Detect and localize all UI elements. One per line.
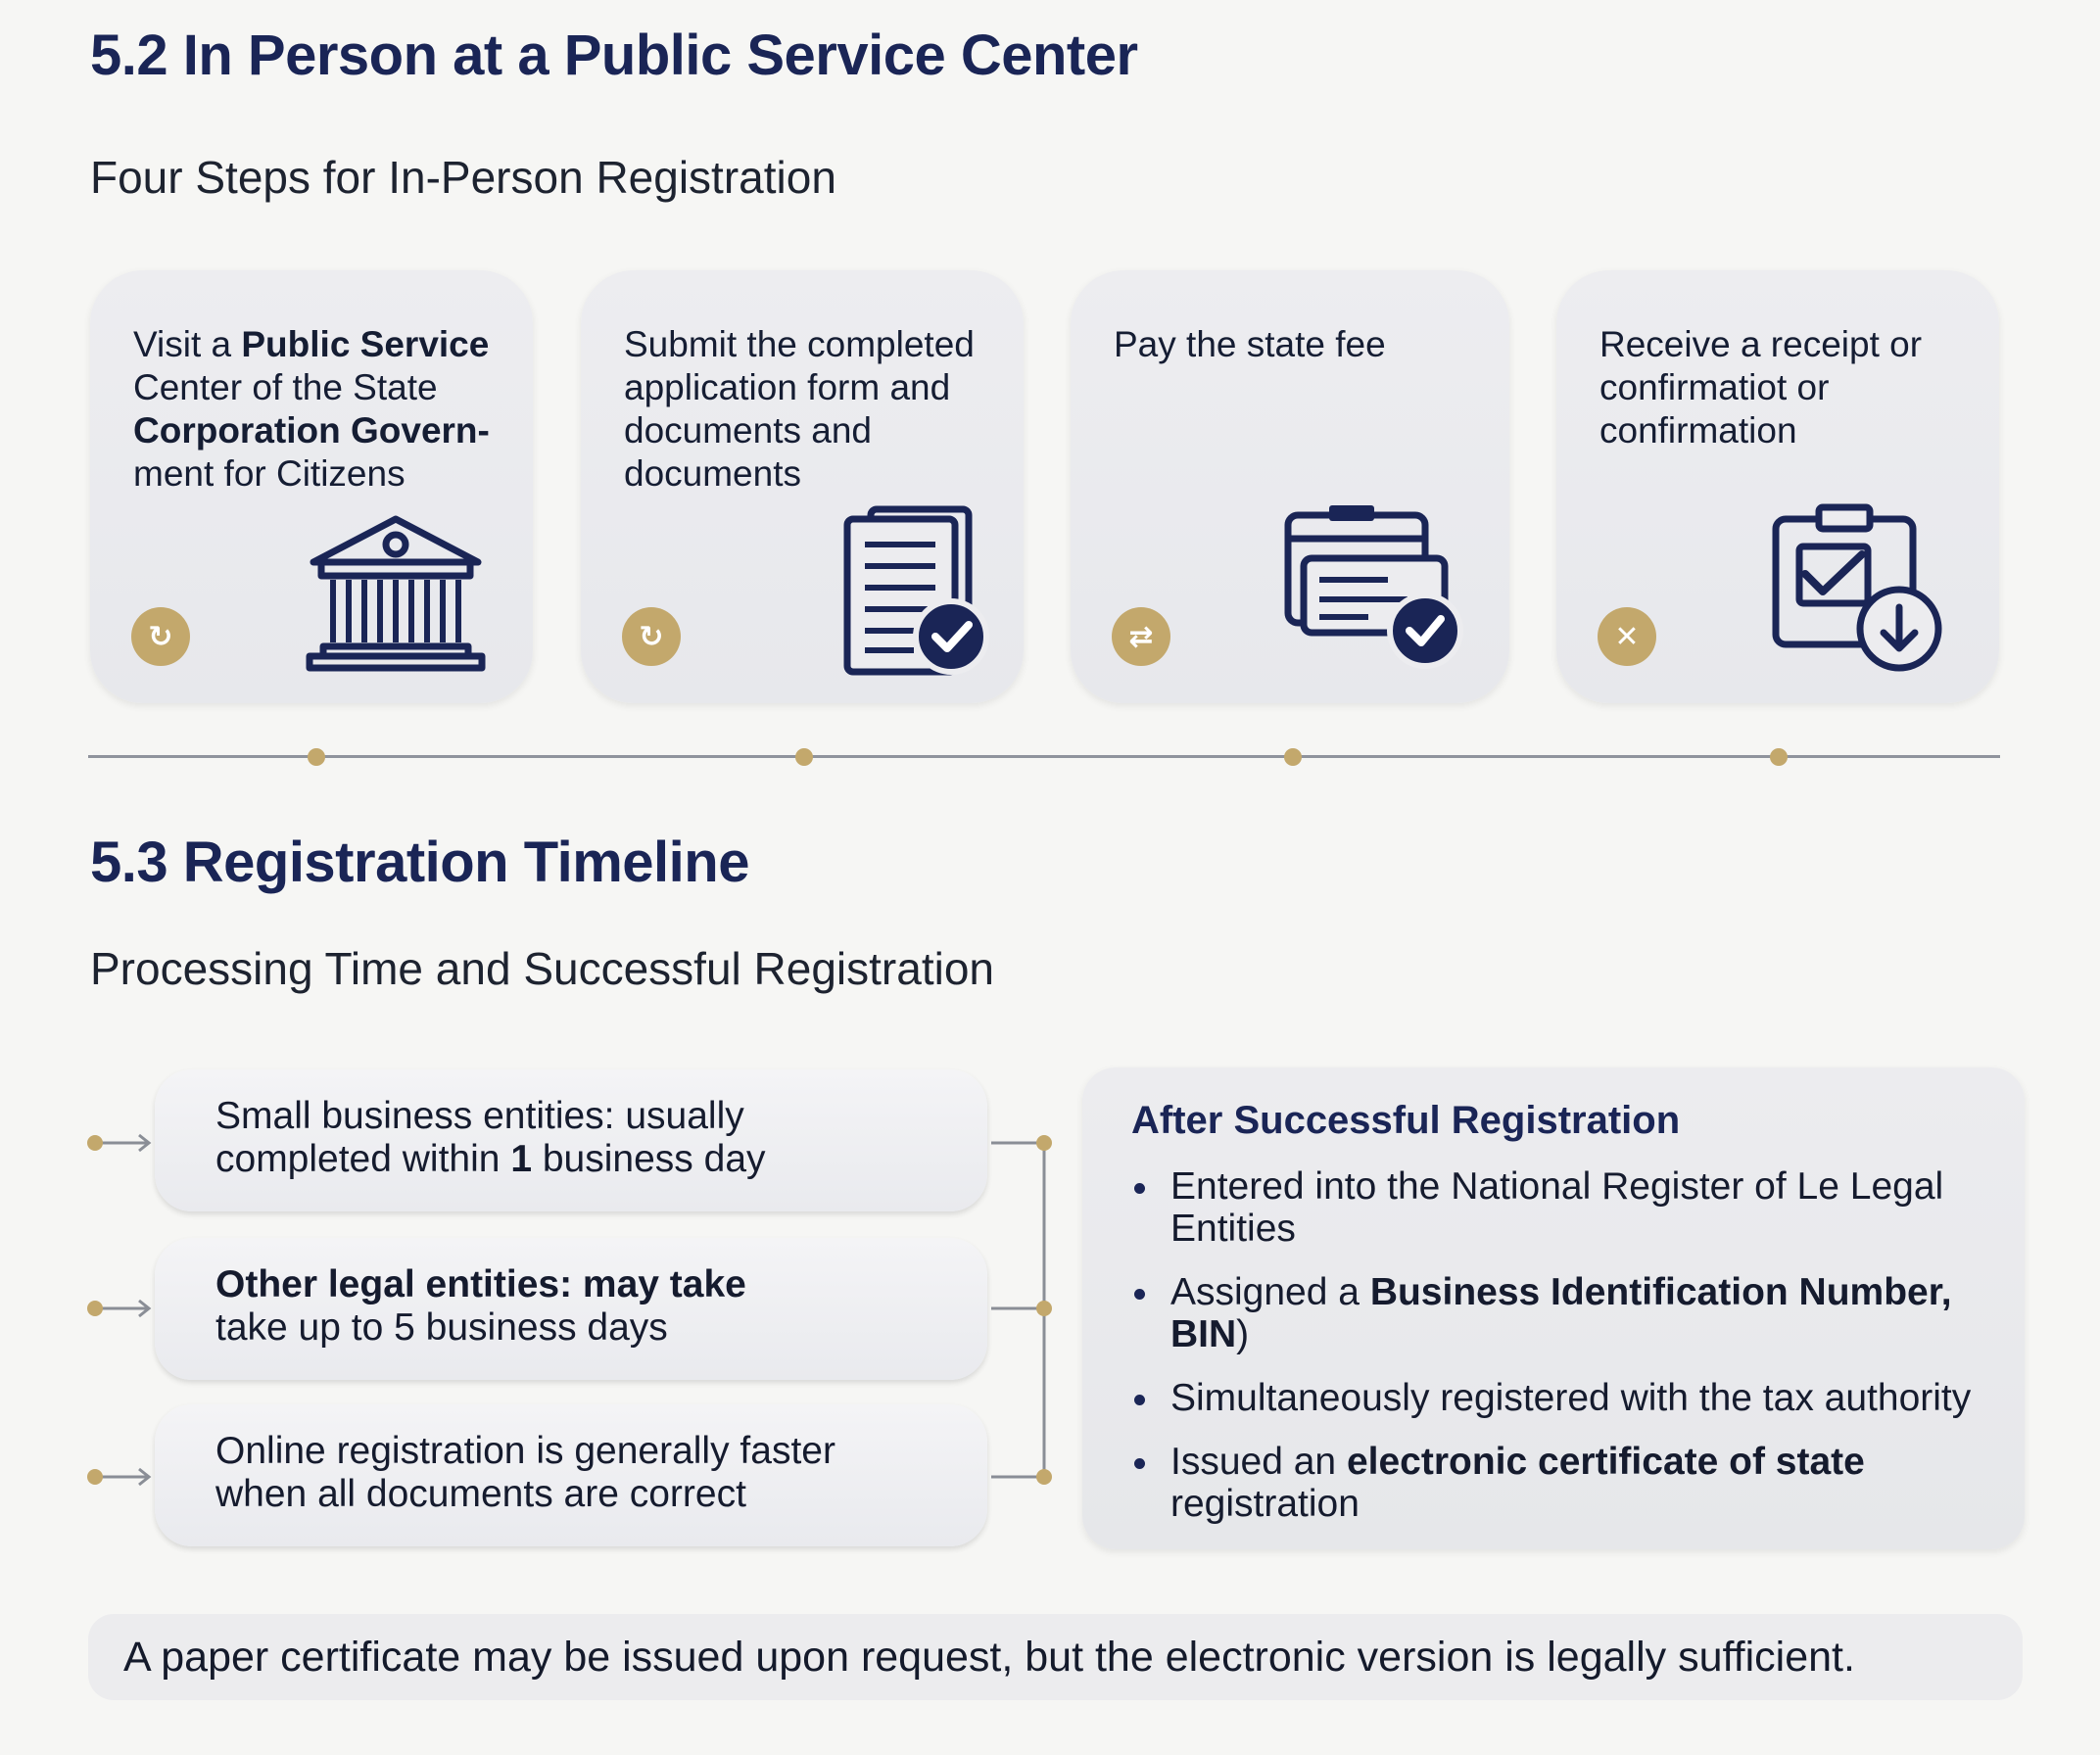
section-52-heading: 5.2 In Person at a Public Service Center — [90, 24, 1138, 87]
list-item: Issued an electronic certificate of stat… — [1131, 1441, 2015, 1525]
timeline-item-online-registration: Online registration is generally faster … — [155, 1404, 987, 1546]
timeline-item-other-entities: Other legal entities: may take take up t… — [155, 1238, 987, 1380]
timeline-item-small-business: Small business entities: usually complet… — [155, 1069, 987, 1211]
timeline-text-fragment-bold: 1 — [510, 1138, 533, 1180]
timeline-text-line: Online registration is generally faster — [215, 1430, 835, 1472]
timeline-dot — [1284, 748, 1302, 766]
refresh-icon: ↻ — [622, 607, 681, 666]
step-card-text: Pay the state fee — [1114, 323, 1484, 366]
list-item-text-bold: electronic certificate of state — [1346, 1441, 1865, 1483]
timeline-text-line: when all documents are correct — [215, 1473, 746, 1515]
swap-icon: ⇄ — [1112, 607, 1170, 666]
timeline-dot — [795, 748, 813, 766]
step-text-fragment-bold: Public Service — [241, 324, 490, 364]
document-check-icon — [843, 505, 989, 676]
list-item-text: Issued an — [1170, 1441, 1347, 1483]
step-text-line: documents and — [624, 410, 873, 451]
step-card-text: Receive a receipt or confirmatiot or con… — [1599, 323, 1974, 452]
step-text-fragment: Visit a — [133, 324, 242, 364]
refresh-icon: ↻ — [131, 607, 190, 666]
timeline-item-text: Small business entities: usually complet… — [215, 1095, 968, 1181]
timeline-text-fragment: completed within — [215, 1138, 511, 1180]
list-item: Simultaneously registered with the tax a… — [1131, 1377, 2015, 1419]
step-card-pay-fee: Pay the state fee ⇄ — [1071, 270, 1509, 703]
step-text-line: documents — [624, 453, 801, 494]
step-text-line: confirmation — [1599, 410, 1797, 451]
step-card-submit-documents: Submit the completed application form an… — [581, 270, 1024, 703]
after-registration-list: Entered into the National Register of Le… — [1131, 1165, 2015, 1546]
list-item-text: registration — [1170, 1483, 1360, 1525]
step-card-visit-center: Visit a Public Service Center of the Sta… — [90, 270, 533, 703]
step-card-text: Visit a Public Service Center of the Sta… — [133, 323, 507, 496]
step-text-line: Pay the state fee — [1114, 324, 1386, 364]
step-card-receive-receipt: Receive a receipt or confirmatiot or con… — [1556, 270, 1999, 703]
step-text-line: confirmatiot or — [1599, 367, 1830, 407]
list-item: Assigned a Business Identification Numbe… — [1131, 1271, 2015, 1355]
clipboard-download-icon — [1772, 503, 1942, 672]
note-text: A paper certificate may be issued upon r… — [123, 1634, 1855, 1681]
cross-swap-icon: ✕ — [1598, 607, 1656, 666]
step-text-line: application form and — [624, 367, 951, 407]
step-text-line: Submit the completed — [624, 324, 975, 364]
list-item-text: Simultaneously registered with the tax a… — [1170, 1377, 1972, 1419]
timeline-text-line: take up to 5 business days — [215, 1306, 668, 1349]
after-registration-title: After Successful Registration — [1131, 1099, 1681, 1142]
step-text-fragment: ment for Citizens — [133, 453, 406, 494]
section-53-subtitle: Processing Time and Successful Registrat… — [90, 943, 994, 994]
step-text-line: Receive a receipt or — [1599, 324, 1923, 364]
paper-certificate-note: A paper certificate may be issued upon r… — [88, 1614, 2023, 1700]
timeline-text-line-bold: Other legal entities: may take — [215, 1263, 746, 1305]
timeline-item-text: Other legal entities: may take take up t… — [215, 1263, 968, 1350]
step-text-fragment: Center of the State — [133, 367, 438, 407]
payment-card-check-icon — [1284, 505, 1463, 669]
timeline-text-fragment: business day — [532, 1138, 766, 1180]
list-item: Entered into the National Register of Le… — [1131, 1165, 2015, 1250]
list-item-text: ) — [1236, 1313, 1250, 1355]
step-text-fragment-bold: Corporation Govern- — [133, 410, 490, 451]
step-card-text: Submit the completed application form an… — [624, 323, 998, 496]
steps-timeline-divider — [88, 755, 2000, 758]
list-item-text: Assigned a — [1170, 1271, 1370, 1313]
timeline-text-line: Small business entities: usually — [215, 1095, 744, 1137]
list-item-text: Entered into the National Register of Le… — [1170, 1165, 1944, 1250]
timeline-dot — [1770, 748, 1788, 766]
after-registration-panel: After Successful Registration Entered in… — [1082, 1067, 2025, 1549]
timeline-item-text: Online registration is generally faster … — [215, 1430, 968, 1516]
list-item-text-bold: Business Identification Number, BIN — [1170, 1271, 1952, 1355]
timeline-dot — [308, 748, 325, 766]
bank-building-icon — [306, 515, 486, 672]
section-53-heading: 5.3 Registration Timeline — [90, 830, 749, 894]
section-52-subtitle: Four Steps for In-Person Registration — [90, 152, 836, 203]
